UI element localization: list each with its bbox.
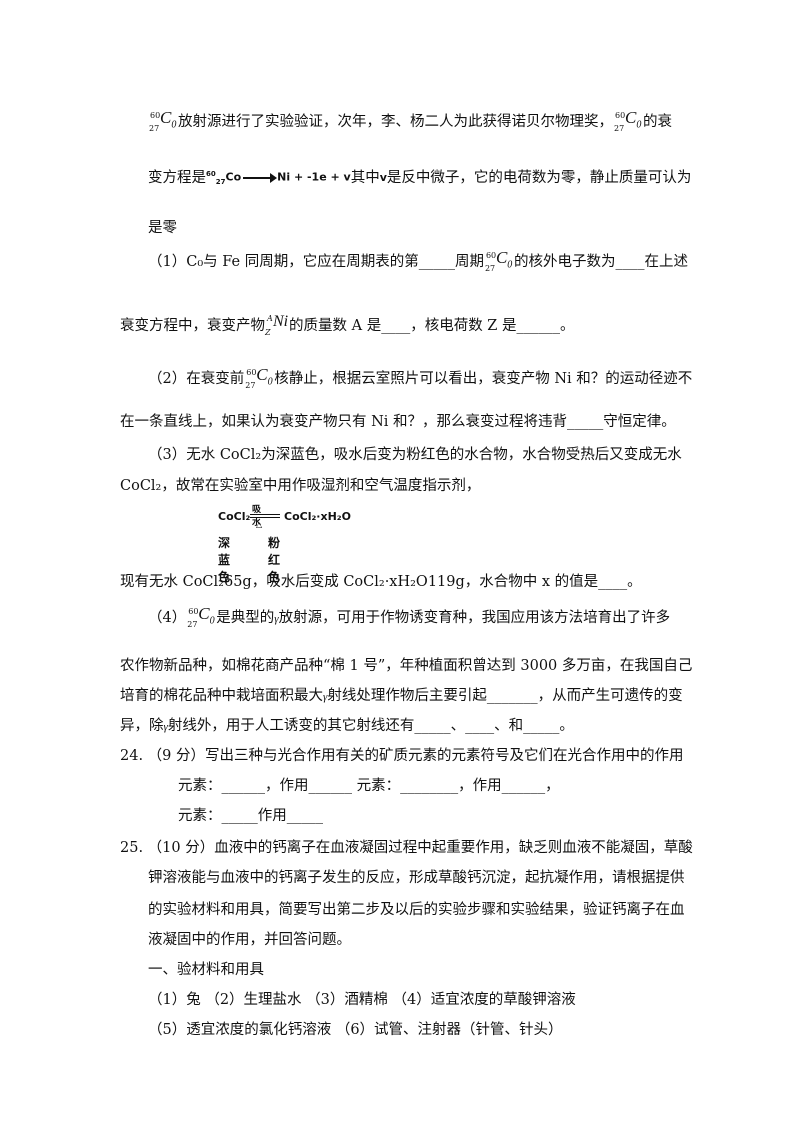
gamma-symbol: γ <box>323 691 328 703</box>
question-4-line-c: 培育的棉花品种中栽培面积最大γ射线处理作物后主要引起_______，从而产生可遗… <box>120 688 683 704</box>
materials-line-a: （1）兔 （2）生理盐水 （3）酒精棉 （4）适宜浓度的草酸钾溶液 <box>148 992 576 1008</box>
question-25-line-b: 钾溶液能与血液中的钙离子发生的反应，形成草酸钙沉淀，起抗凝作用，请根据提供 <box>148 870 685 886</box>
text-line-3: 是零 <box>148 220 177 236</box>
question-24: 24. （9 分）写出三种与光合作用有关的矿质元素的元素符号及它们在光合作用中的… <box>120 748 684 764</box>
gamma-symbol: γ <box>274 613 279 625</box>
gamma-symbol: γ <box>163 721 168 733</box>
question-24-line-a: 元素：______，作用______ 元素：________，作用______， <box>178 778 560 794</box>
question-3-line-a: （3）无水 CoCl₂为深蓝色，吸水后变为粉红色的水合物，水合物受热后又变成无水 <box>148 447 682 463</box>
section-heading-materials: 一、验材料和用具 <box>148 962 264 978</box>
question-4-line-b: 农作物新品种，如棉花商产品种“棉 1 号”，年种植面积曾达到 3000 多万亩，… <box>120 658 693 674</box>
question-2-line-b: 在一条直线上，如果认为衰变产物只有 Ni 和？，那么衰变过程将违背_____守恒… <box>120 414 676 430</box>
arrow-icon <box>243 172 278 183</box>
question-24-line-b: 元素：_____作用_____ <box>178 808 323 824</box>
materials-line-b: （5）透宜浓度的氯化钙溶液 （6）试管、注射器（针管、针头） <box>148 1022 563 1038</box>
antineutrino-symbol: v <box>379 170 387 184</box>
question-3-line-c: 现有无水 CoCl₂65g，吸水后变成 CoCl₂·xH₂O119g，水合物中 … <box>120 574 642 590</box>
question-25-line-a: 25. （10 分）血液中的钙离子在血液凝固过程中起重要作用，缺乏则血液不能凝固… <box>120 840 693 856</box>
question-25-line-c: 的实验材料和用具，简要写出第二步及以后的实验步骤和实验结果，验证钙离子在血 <box>148 902 685 918</box>
question-4-line-d: 异，除γ射线外，用于人工诱变的其它射线还有_____、____、和_____。 <box>120 718 574 734</box>
question-3-line-b: CoCl₂，故常在实验室中用作吸湿剂和空气温度指示剂， <box>120 478 481 494</box>
question-25-line-d: 液凝固中的作用，并回答问题。 <box>148 932 351 948</box>
